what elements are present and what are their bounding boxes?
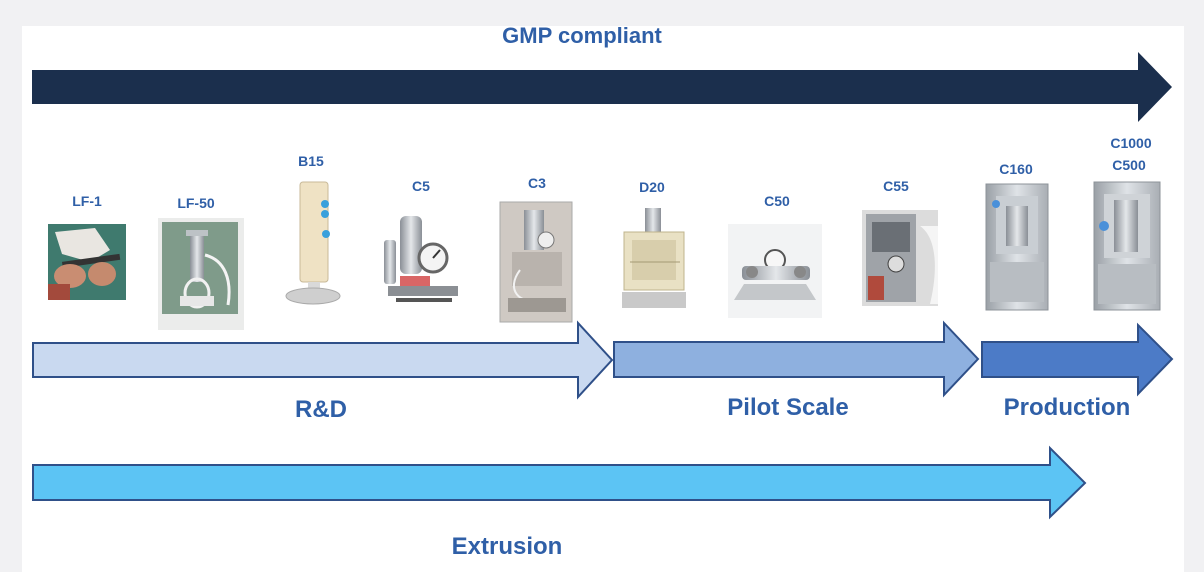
device-label-c1000: C1000 xyxy=(1110,135,1151,151)
c55-cabinet-photo xyxy=(862,210,938,306)
device-label-b15: B15 xyxy=(298,153,324,169)
device-label-c500: C500 xyxy=(1112,157,1146,173)
device-label-c55: C55 xyxy=(883,178,909,194)
production-label: Production xyxy=(1004,394,1131,421)
c1000-cabinet-photo xyxy=(1093,181,1161,311)
production-arrow xyxy=(981,322,1174,397)
extrusion-arrow xyxy=(32,445,1087,520)
device-label-c50: C50 xyxy=(764,193,790,209)
device-label-c160: C160 xyxy=(999,161,1033,177)
lipofast-extruder-photo xyxy=(158,218,244,330)
c5-homogenizer-photo xyxy=(382,210,462,304)
b15-column-photo xyxy=(285,181,341,305)
gmp-arrow xyxy=(32,52,1172,122)
gmp-title: GMP compliant xyxy=(502,23,662,48)
device-label-c5: C5 xyxy=(412,178,430,194)
diagram-canvas: GMP compliant LF-1 LF-50 B15 C5 C3 D20 C… xyxy=(22,23,1184,572)
device-label-d20: D20 xyxy=(639,179,665,195)
hand-homogenizer-photo xyxy=(48,224,126,300)
extrusion-label: Extrusion xyxy=(452,533,563,560)
pilot-scale-label: Pilot Scale xyxy=(727,394,848,421)
device-label-lf-50: LF-50 xyxy=(177,195,215,211)
d20-machine-photo xyxy=(620,206,686,312)
c50-homogenizer-photo xyxy=(728,224,822,318)
c160-cabinet-photo xyxy=(985,183,1049,311)
rnd-arrow xyxy=(32,320,614,400)
device-label-c3: C3 xyxy=(528,175,546,191)
rnd-label: R&D xyxy=(295,396,347,423)
device-label-lf-1: LF-1 xyxy=(72,193,102,209)
pilot-scale-arrow xyxy=(613,320,980,398)
c3-homogenizer-photo xyxy=(499,201,573,323)
